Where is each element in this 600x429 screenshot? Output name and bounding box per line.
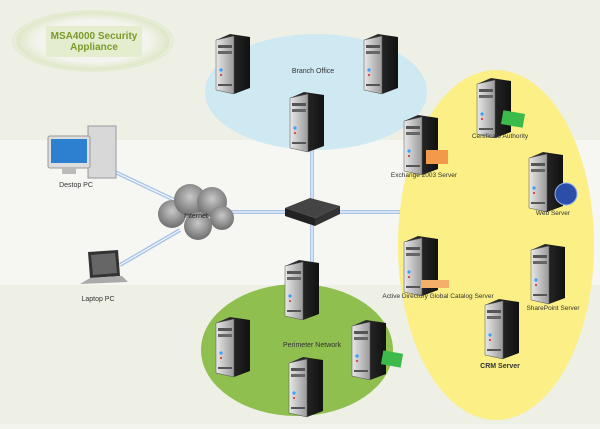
web-server[interactable] (528, 151, 564, 213)
laptop-pc-label: Laptop PC (81, 296, 114, 303)
certificate-authority-label: Certificate Authority (472, 133, 529, 140)
branch-server-3[interactable] (289, 91, 325, 153)
internet-label: Internet (184, 213, 208, 220)
perimeter-network-zone (201, 284, 393, 416)
certificate-icon (500, 110, 526, 128)
exchange-label: Exchange 2003 Server (391, 172, 458, 179)
exchange-server[interactable] (403, 114, 439, 176)
perimeter-server-4[interactable] (351, 319, 387, 381)
perimeter-server-3[interactable] (288, 356, 324, 418)
globe-icon (554, 182, 578, 206)
envelope-icon (426, 150, 448, 164)
branch-office-label: Branch Office (292, 68, 334, 75)
sharepoint-label: SharePoint Server (526, 305, 580, 312)
web-server-label: Web Server (536, 210, 571, 217)
crm-label: CRM Server (480, 363, 520, 370)
certificate-icon (380, 350, 404, 368)
directory-icon (421, 280, 449, 288)
branch-server-2[interactable] (363, 33, 399, 95)
perimeter-network-label: Perimeter Network (283, 342, 341, 349)
internet-cloud[interactable]: Internet (158, 184, 234, 240)
title-line2: Appliance (70, 42, 118, 53)
desktop-pc-label: Destop PC (59, 182, 93, 189)
security-appliance-hub[interactable] (285, 198, 340, 226)
title-line1: MSA4000 Security (51, 31, 138, 42)
sharepoint-server[interactable] (530, 243, 566, 305)
laptop-pc[interactable]: Laptop PC (80, 250, 128, 303)
perimeter-server-2[interactable] (215, 316, 251, 378)
certificate-authority-server[interactable] (476, 77, 512, 139)
branch-server-1[interactable] (215, 33, 251, 95)
active-directory-label: Active Directory Global Catalog Server (382, 293, 494, 300)
title-badge: MSA4000 Security Appliance (12, 10, 174, 72)
crm-server[interactable] (484, 298, 520, 360)
perimeter-server-1[interactable] (284, 259, 320, 321)
desktop-pc[interactable]: Destop PC (47, 125, 117, 189)
